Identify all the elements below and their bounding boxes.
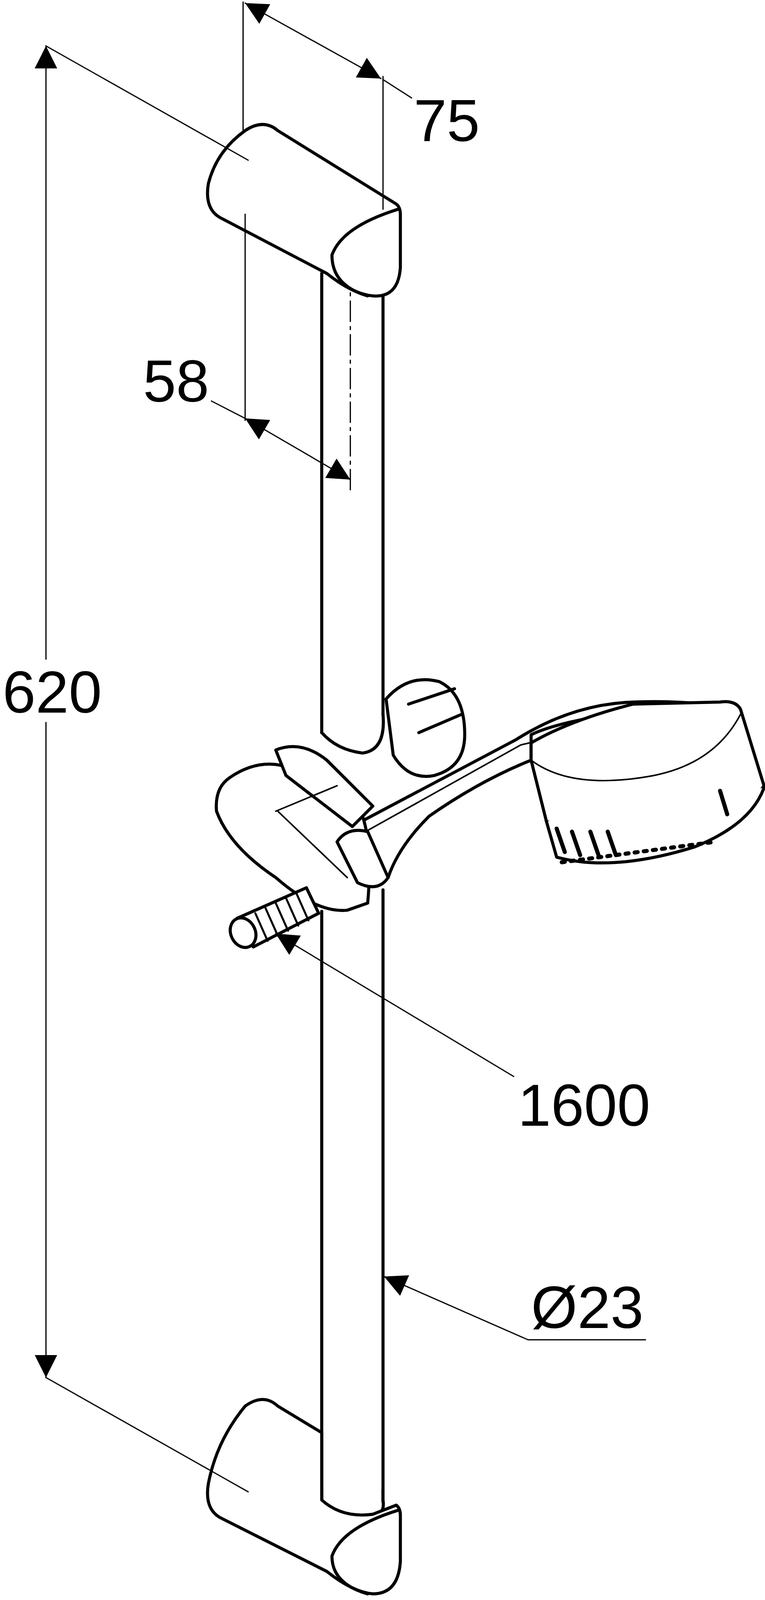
dimension-label: 58: [142, 351, 209, 412]
dimension-label: Ø23: [531, 1278, 644, 1338]
hose-connector: [225, 888, 319, 953]
wall-bracket: [207, 124, 401, 296]
dimension-label: 620: [2, 662, 102, 723]
dimension-620: [45, 45, 249, 1493]
wall-bracket: [207, 1399, 401, 1595]
dimension-label: 1600: [517, 1076, 651, 1136]
leader-line: [384, 1277, 646, 1341]
dimension-75: [242, 2, 412, 210]
hand-shower: [342, 680, 765, 882]
leader-line: [275, 934, 514, 1077]
dimension-label: 75: [413, 91, 480, 151]
slider: [216, 746, 389, 911]
dimension-58: [211, 214, 351, 480]
centre-line: [349, 267, 351, 491]
